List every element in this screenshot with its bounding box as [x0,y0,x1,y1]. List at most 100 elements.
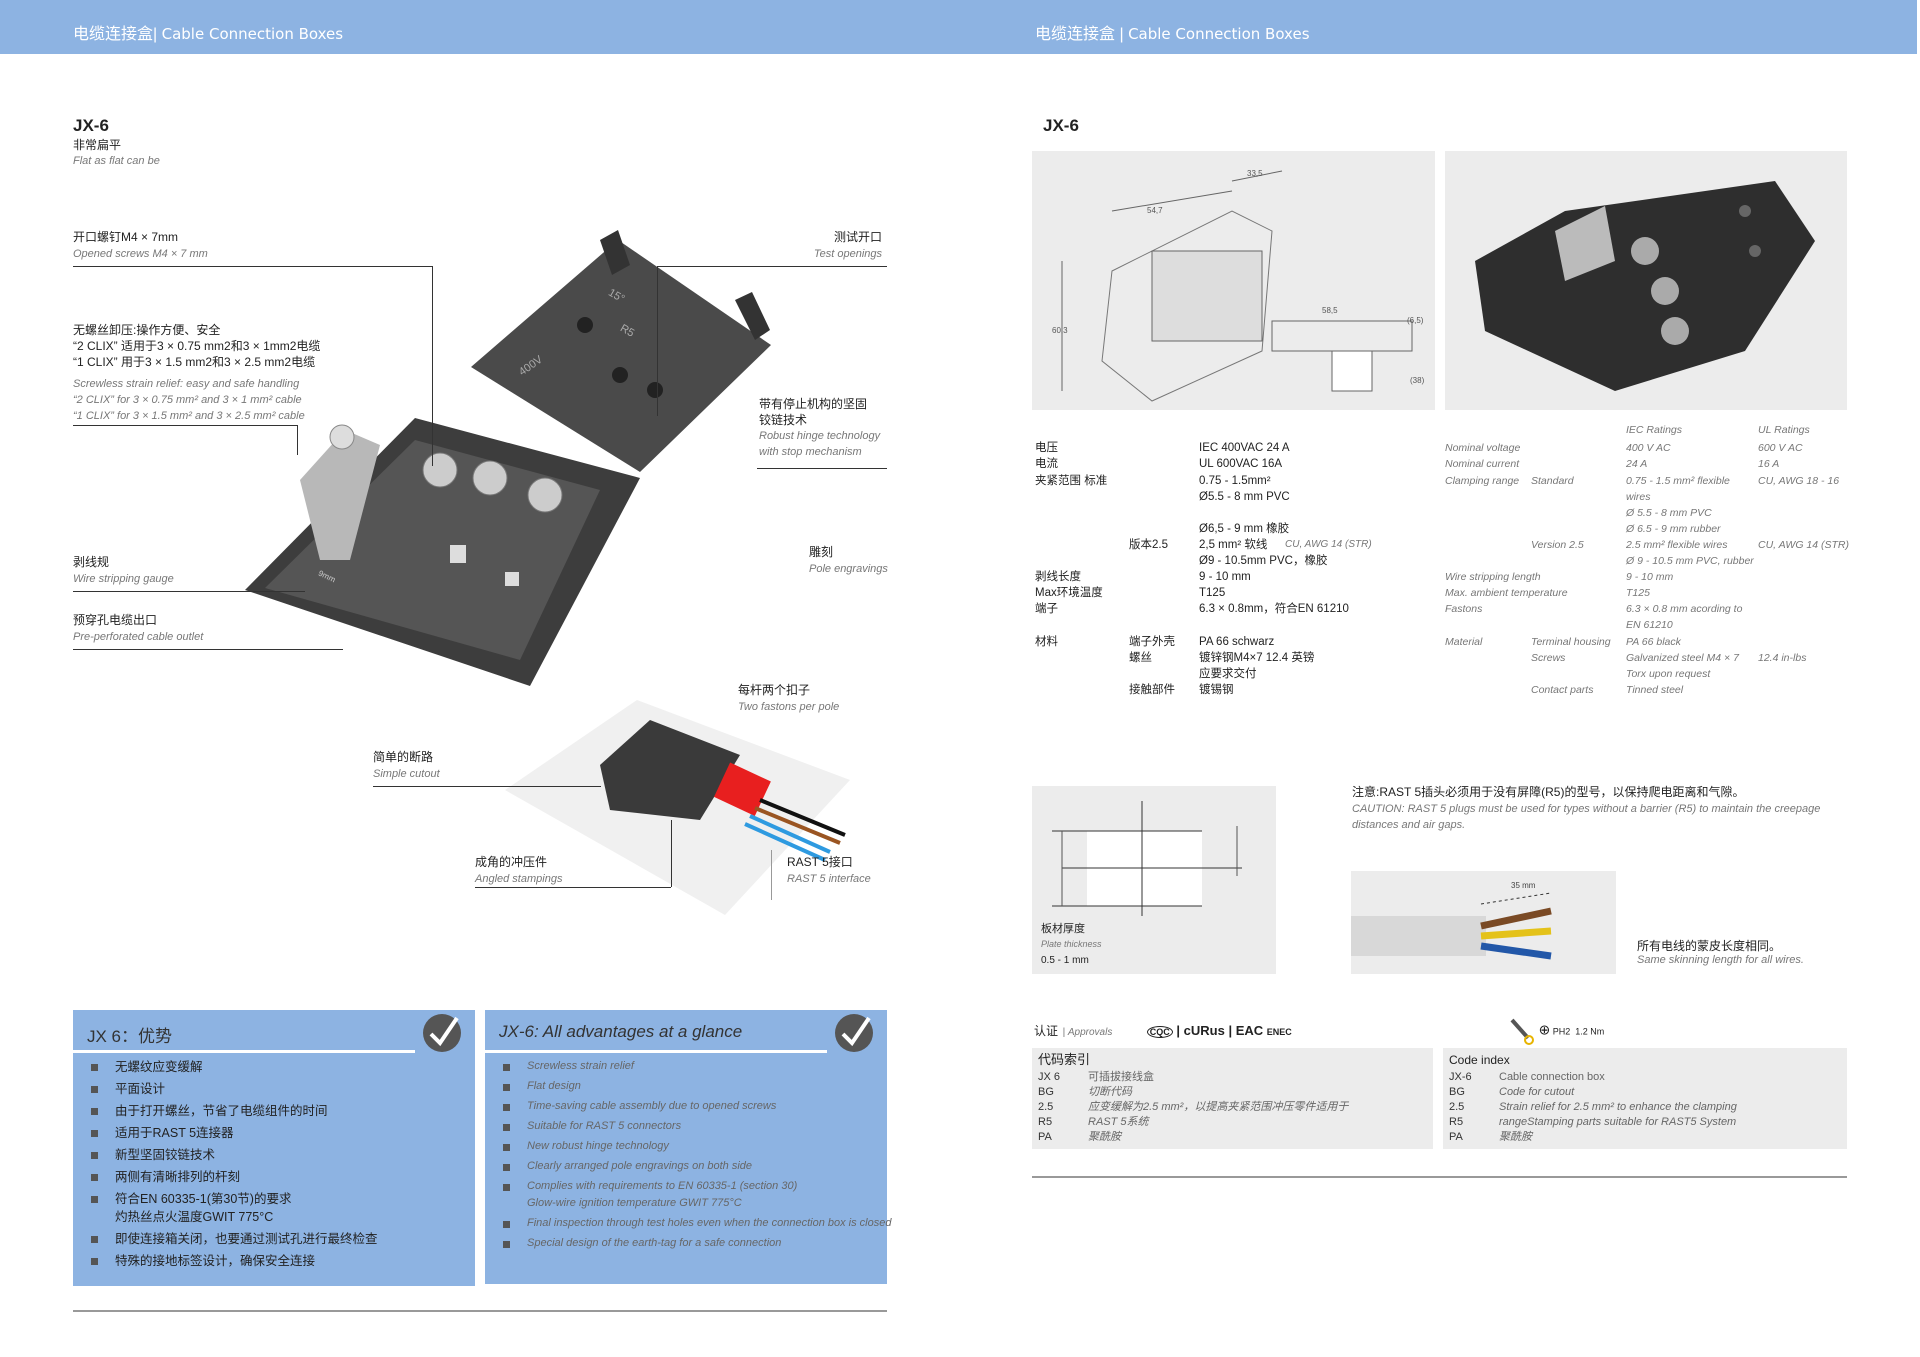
spec-zh-cell: 0.75 - 1.5mm² [1199,475,1271,487]
footer-rule-right [1032,1176,1847,1178]
torque-spec: ⊕ PH2 1.2 Nm [1510,1018,1604,1046]
advantage-item: Screwless strain relief [503,1058,877,1075]
spec-en-cell: Ø 6.5 - 9 mm rubber [1626,523,1721,535]
spec-en-cell: Torx upon request [1626,668,1711,680]
spec-en-cell: Version 2.5 [1531,539,1584,551]
advantages-en-panel: JX-6: All advantages at a glance Screwle… [485,1010,891,1284]
spec-en-cell: PA 66 black [1626,636,1681,648]
spec-zh-cell: 材料 [1035,636,1058,648]
checkmark-icon [423,1014,461,1052]
callout-strain-relief: 无螺丝卸压:操作方便、安全“2 CLIX” 适用于3 × 0.75 mm2和3 … [73,323,321,422]
advantage-item: Clearly arranged pole engravings on both… [503,1158,877,1175]
spec-zh-cell: 接触部件 [1129,684,1175,696]
spec-zh-cell: CU, AWG 14 (STR) [1285,539,1372,550]
spec-en-cell: Ø 5.5 - 8 mm PVC [1626,507,1712,519]
callout-line [657,266,887,267]
spec-zh-cell: 9 - 10 mm [1199,571,1251,583]
footer-rule [73,1310,887,1312]
product-image-mounted [505,700,850,915]
spec-en-cell: Terminal housing [1531,636,1611,648]
spec-en-cell: CU, AWG 18 - 16 [1758,475,1840,487]
spec-en-cell: EN 61210 [1626,619,1673,631]
spec-zh-cell: Ø6,5 - 9 mm 橡胶 [1199,523,1290,535]
spec-zh-cell: 螺丝 [1129,652,1152,664]
advantage-item: 无螺纹应变缓解 [91,1058,465,1076]
screwdriver-icon [1510,1018,1534,1045]
advantage-item: Flat design [503,1078,877,1095]
callout-line [297,425,298,455]
advantage-item: 特殊的接地标签设计，确保安全连接 [91,1252,465,1270]
spec-zh-cell: IEC 400VAC 24 A [1199,442,1290,454]
spec-zh-cell: 端子外壳 [1129,636,1175,648]
spec-en-cell: Contact parts [1531,684,1594,696]
spec-en-cell: Nominal voltage [1445,442,1521,454]
product-photo [1445,151,1847,410]
spec-zh-cell: 应要求交付 [1199,668,1257,680]
caution-en: CAUTION: RAST 5 plugs must be used for t… [1352,803,1821,831]
cable-photo: 35 mm [1351,871,1616,974]
advantage-item: Complies with requirements to EN 60335-1… [503,1178,877,1212]
ul-ratings-header: UL Ratings [1758,424,1810,436]
product-title-right: JX-6 [1043,116,1079,135]
skinning-en: Same skinning length for all wires. [1637,954,1804,966]
advantage-item: 符合EN 60335-1(第30节)的要求灼热丝点火温度GWIT 775°C [91,1190,465,1226]
enec-mark-icon: ENEC [1266,1027,1292,1037]
spec-en-cell: T125 [1626,587,1650,599]
advantage-item: 即使连接箱关闭，也要通过测试孔进行最终检查 [91,1230,465,1248]
spec-en-cell: wires [1626,491,1651,503]
spec-zh-cell: 6.3 × 0.8mm，符合EN 61210 [1199,603,1349,615]
spec-en-cell: Clamping range [1445,475,1520,487]
spec-en-cell: 12.4 in-lbs [1758,652,1807,664]
callout-line [657,266,658,416]
spec-zh-cell: Ø5.5 - 8 mm PVC [1199,491,1290,503]
callout-line [73,425,298,426]
product-image-open-box [245,230,771,686]
advantage-item: 适用于RAST 5连接器 [91,1124,465,1142]
spec-en-cell: Galvanized steel M4 × 7 [1626,652,1739,664]
advantage-item: 两侧有清晰排列的杆刻 [91,1168,465,1186]
spec-en-cell: 24 A [1626,458,1648,470]
advantage-item: Suitable for RAST 5 connectors [503,1118,877,1135]
spec-zh-cell: 镀锌钢M4×7 12.4 英镑 [1199,652,1315,664]
spec-zh-cell: UL 600VAC 16A [1199,458,1283,470]
spec-en-cell: Fastons [1445,603,1483,615]
subtitle-zh: 非常扁平 [73,138,122,152]
checkmark-icon [835,1014,873,1052]
spec-zh-cell: 剥线长度 [1035,571,1081,583]
callout-line [771,850,772,900]
spec-en-cell: Material [1445,636,1483,648]
spec-en-cell: Max. ambient temperature [1445,587,1568,599]
cutout-drawing: 板材厚度 Plate thickness 0.5 - 1 mm [1032,786,1276,974]
spec-zh-cell: 电流 [1035,458,1058,470]
spec-en-cell: 9 - 10 mm [1626,571,1674,583]
spec-en-cell: Tinned steel [1626,684,1684,696]
advantage-item: 由于打开螺丝，节省了电缆组件的时间 [91,1102,465,1120]
spec-en-cell: 400 V AC [1626,442,1671,454]
spec-zh-cell: 夹紧范围 标准 [1035,475,1108,487]
approvals-row: 认证 | Approvals CQC | cURus | EAC ENEC [1034,1023,1292,1038]
advantages-zh-panel: JX 6：优势 无螺纹应变缓解平面设计由于打开螺丝，节省了电缆组件的时间适用于R… [73,1010,475,1286]
phillips-icon: ⊕ [1538,1021,1551,1038]
advantage-item: Special design of the earth-tag for a sa… [503,1235,877,1252]
spec-zh-cell: 电压 [1035,442,1058,454]
spec-en-cell: CU, AWG 14 (STR) [1758,539,1850,551]
dimension-drawing: 33,5 54,7 60,3 58,5 (6,5) (38) [1032,151,1435,410]
callout-line [73,591,305,592]
spec-en-cell: 600 V AC [1758,442,1803,454]
advantage-item: 平面设计 [91,1080,465,1098]
spec-zh-cell: Ø9 - 10.5mm PVC，橡胶 [1199,555,1328,567]
ul-mark-icon: cURus [1183,1023,1225,1038]
spec-en-cell: Standard [1531,475,1574,487]
